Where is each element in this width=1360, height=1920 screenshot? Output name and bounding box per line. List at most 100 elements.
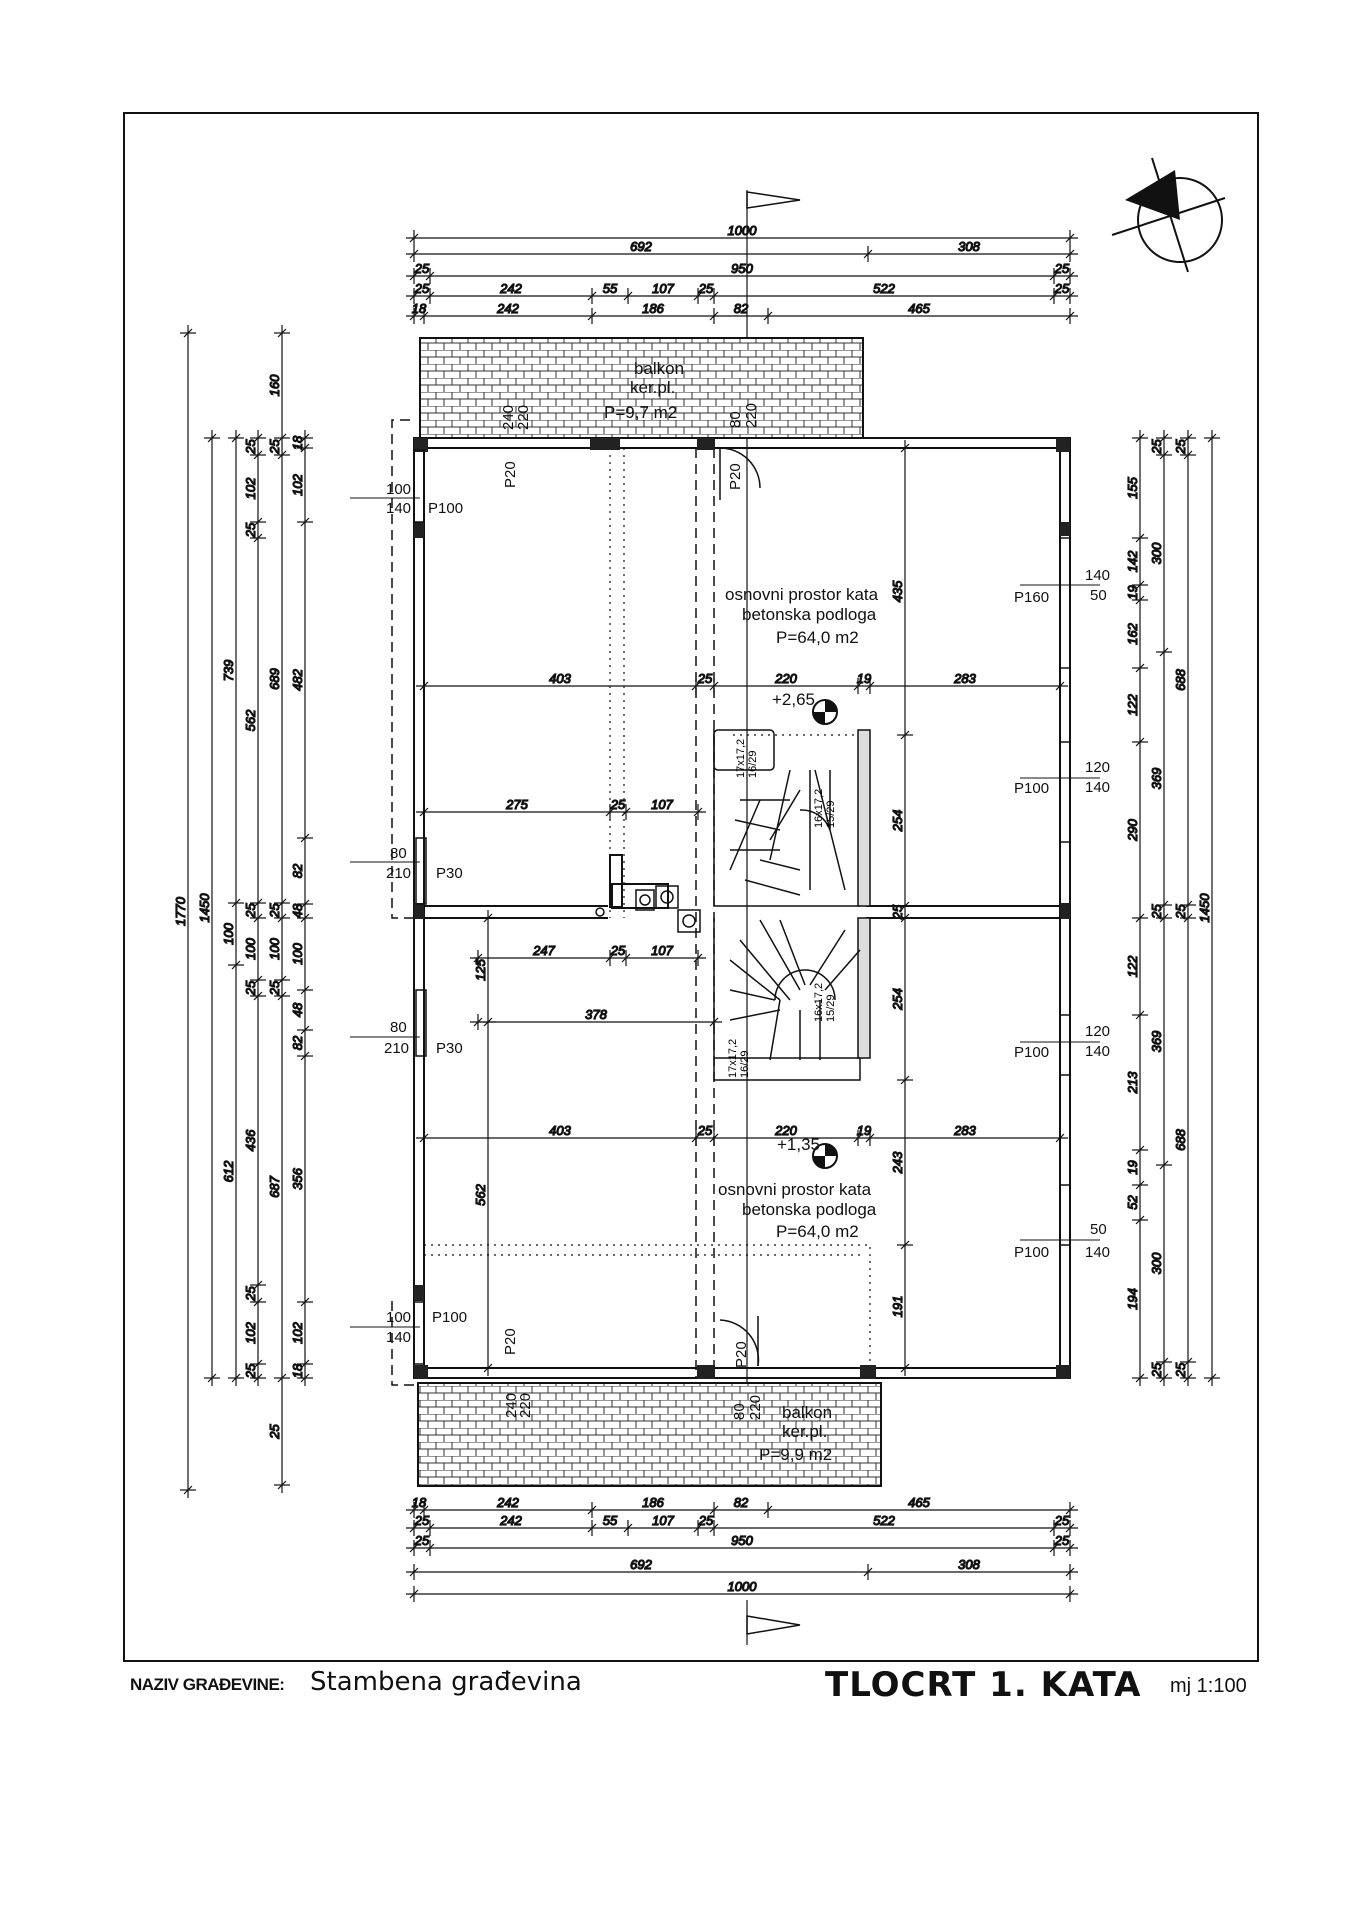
- dim-inner-mid-label: 275: [505, 797, 528, 812]
- dim-left-c6-label: 482: [290, 668, 305, 690]
- dim-left-c4-label: 562: [243, 709, 258, 731]
- dim-right-c3-label: 25: [1173, 439, 1188, 455]
- dim-left-c5-label: 687: [267, 1175, 282, 1197]
- dim-inner-low-label: 283: [953, 1123, 976, 1138]
- dim-right-c1-label: 52: [1125, 1195, 1140, 1210]
- dim-left-c4-label: 25: [243, 1363, 258, 1379]
- dim-inner-low-label: 19: [857, 1123, 871, 1138]
- dim-bot-r4-label: 308: [958, 1557, 980, 1572]
- drawing-title: TLOCRT 1. KATA: [825, 1665, 1142, 1705]
- svg-text:120: 120: [1085, 759, 1110, 776]
- svg-text:80: 80: [390, 1019, 407, 1036]
- balcony-bottom-area: P=9,9 m2: [759, 1445, 832, 1464]
- dim-left-c4-label: 102: [243, 477, 258, 499]
- dim-left-c4-label: 436: [243, 1129, 258, 1151]
- dim-right-c2-label: 369: [1149, 768, 1164, 790]
- dim-bot-r2-label: 25: [698, 1513, 714, 1528]
- door-swings: [719, 447, 761, 1367]
- dim-top-r5-label: 242: [496, 301, 519, 316]
- dim-bot-r2-label: 522: [873, 1513, 895, 1528]
- dim-left-c4-label: 102: [243, 1321, 258, 1343]
- dim-top-r3-label: 950: [731, 261, 753, 276]
- dim-right-c1-label: 213: [1125, 1071, 1140, 1094]
- dim-inner-mid-label: 25: [610, 797, 626, 812]
- svg-text:210: 210: [386, 865, 411, 882]
- dim-bot-r3-label: 25: [414, 1533, 430, 1548]
- dim-left-c4-label: 25: [243, 980, 258, 996]
- dim-top-r5-label: 18: [412, 301, 427, 316]
- svg-text:P20: P20: [727, 463, 744, 490]
- dim-top-r3-label: 25: [414, 261, 430, 276]
- dim-left-c6-label: 100: [290, 942, 305, 964]
- room-lower-level: +1,35: [777, 1135, 820, 1154]
- dim-left-c2-label: 1450: [197, 893, 212, 923]
- dim-right-c1-label: 122: [1125, 955, 1140, 977]
- svg-text:P100: P100: [428, 500, 463, 517]
- title-block: NAZIV GRAĐEVINE: Stambena građevina TLOC…: [120, 1655, 1260, 1725]
- dim-inner-lowmid-label: 247: [532, 943, 555, 958]
- svg-text:50: 50: [1090, 1221, 1107, 1238]
- dim-right-c2-label: 25: [1149, 904, 1164, 920]
- dim-left-c6-label: 102: [290, 473, 305, 495]
- svg-text:16x17,2: 16x17,2: [813, 789, 825, 828]
- building-name: Stambena građevina: [310, 1667, 582, 1697]
- dim-right-c1-label: 162: [1125, 622, 1140, 644]
- room-lower-area: P=64,0 m2: [776, 1222, 859, 1241]
- dim-left-c3-label: 100: [221, 922, 236, 944]
- balcony-top-area: P=9,7 m2: [604, 403, 677, 422]
- section-marker-bottom-icon: [746, 1600, 801, 1645]
- dim-top-r1-label: 1000: [728, 223, 758, 238]
- dim-top-r4-label: 25: [1054, 281, 1070, 296]
- svg-text:P100: P100: [1014, 1244, 1049, 1261]
- dim-inner-upper-label: 220: [774, 671, 797, 686]
- dim-left-c6-label: 82: [290, 1035, 305, 1050]
- dim-inner-low-label: 220: [774, 1123, 797, 1138]
- balcony-top: [419, 337, 864, 439]
- svg-text:15/29: 15/29: [825, 994, 837, 1022]
- dim-inner-upper-label: 403: [549, 671, 571, 686]
- opening-left-1: 100 140 P100: [350, 481, 463, 517]
- svg-text:140: 140: [1085, 567, 1110, 584]
- dim-right-c2-label: 25: [1149, 1362, 1164, 1378]
- dim-right-c1-label: 290: [1125, 818, 1140, 841]
- dotted-lines: [424, 448, 871, 1368]
- dim-inner-lowmid-label: 107: [651, 943, 673, 958]
- dim-bot-r1-label: 186: [642, 1495, 664, 1510]
- room-upper-floor: betonska podloga: [742, 605, 877, 624]
- dim-top-r2-label: 308: [958, 239, 980, 254]
- opening-left-2: 80 210 P30: [350, 845, 463, 882]
- dim-inner-low2-label: 378: [585, 1007, 607, 1022]
- dim-right-c4-label: 1450: [1197, 893, 1212, 923]
- opening-left-4: 100 140 P100: [350, 1309, 467, 1346]
- dim-top-r2-label: 692: [630, 239, 652, 254]
- dim-bot-r3-label: 950: [731, 1533, 753, 1548]
- svg-text:P20: P20: [733, 1341, 750, 1368]
- opening-door-bottom-1: 240 220 P20: [502, 1328, 534, 1418]
- dim-left-c3-label: 612: [221, 1160, 236, 1182]
- dim-bot-r5-label: 1000: [728, 1579, 758, 1594]
- dim-top-r4-label: 242: [499, 281, 522, 296]
- svg-text:140: 140: [386, 1329, 411, 1346]
- small-fixture-icons: [595, 885, 701, 933]
- dim-left-c5-label: 100: [267, 937, 282, 959]
- svg-text:P30: P30: [436, 865, 463, 882]
- dim-inner-vright-label: 254: [890, 988, 905, 1011]
- dim-left-c6-label: 18: [290, 435, 305, 450]
- svg-text:140: 140: [386, 500, 411, 517]
- svg-text:220: 220: [515, 405, 532, 430]
- balcony-bottom-name: balkon: [782, 1403, 832, 1422]
- svg-text:17x17,2: 17x17,2: [727, 1039, 739, 1078]
- svg-text:80: 80: [727, 411, 744, 428]
- svg-text:240: 240: [503, 1393, 520, 1418]
- dim-left-c5-label: 25: [267, 903, 282, 919]
- outer-walls: [413, 437, 1071, 1379]
- room-upper-name: osnovni prostor kata: [725, 585, 879, 604]
- dim-inner-vright-label: 435: [890, 580, 905, 602]
- dim-inner-upper-label: 283: [953, 671, 976, 686]
- dim-top-r5-label: 82: [734, 301, 749, 316]
- sheet-frame: [123, 112, 1259, 1662]
- dim-right-c1-label: 122: [1125, 693, 1140, 715]
- dim-bot-r1-label: 465: [908, 1495, 930, 1510]
- room-upper-level: +2,65: [772, 690, 815, 709]
- building-label: NAZIV GRAĐEVINE:: [130, 1675, 285, 1694]
